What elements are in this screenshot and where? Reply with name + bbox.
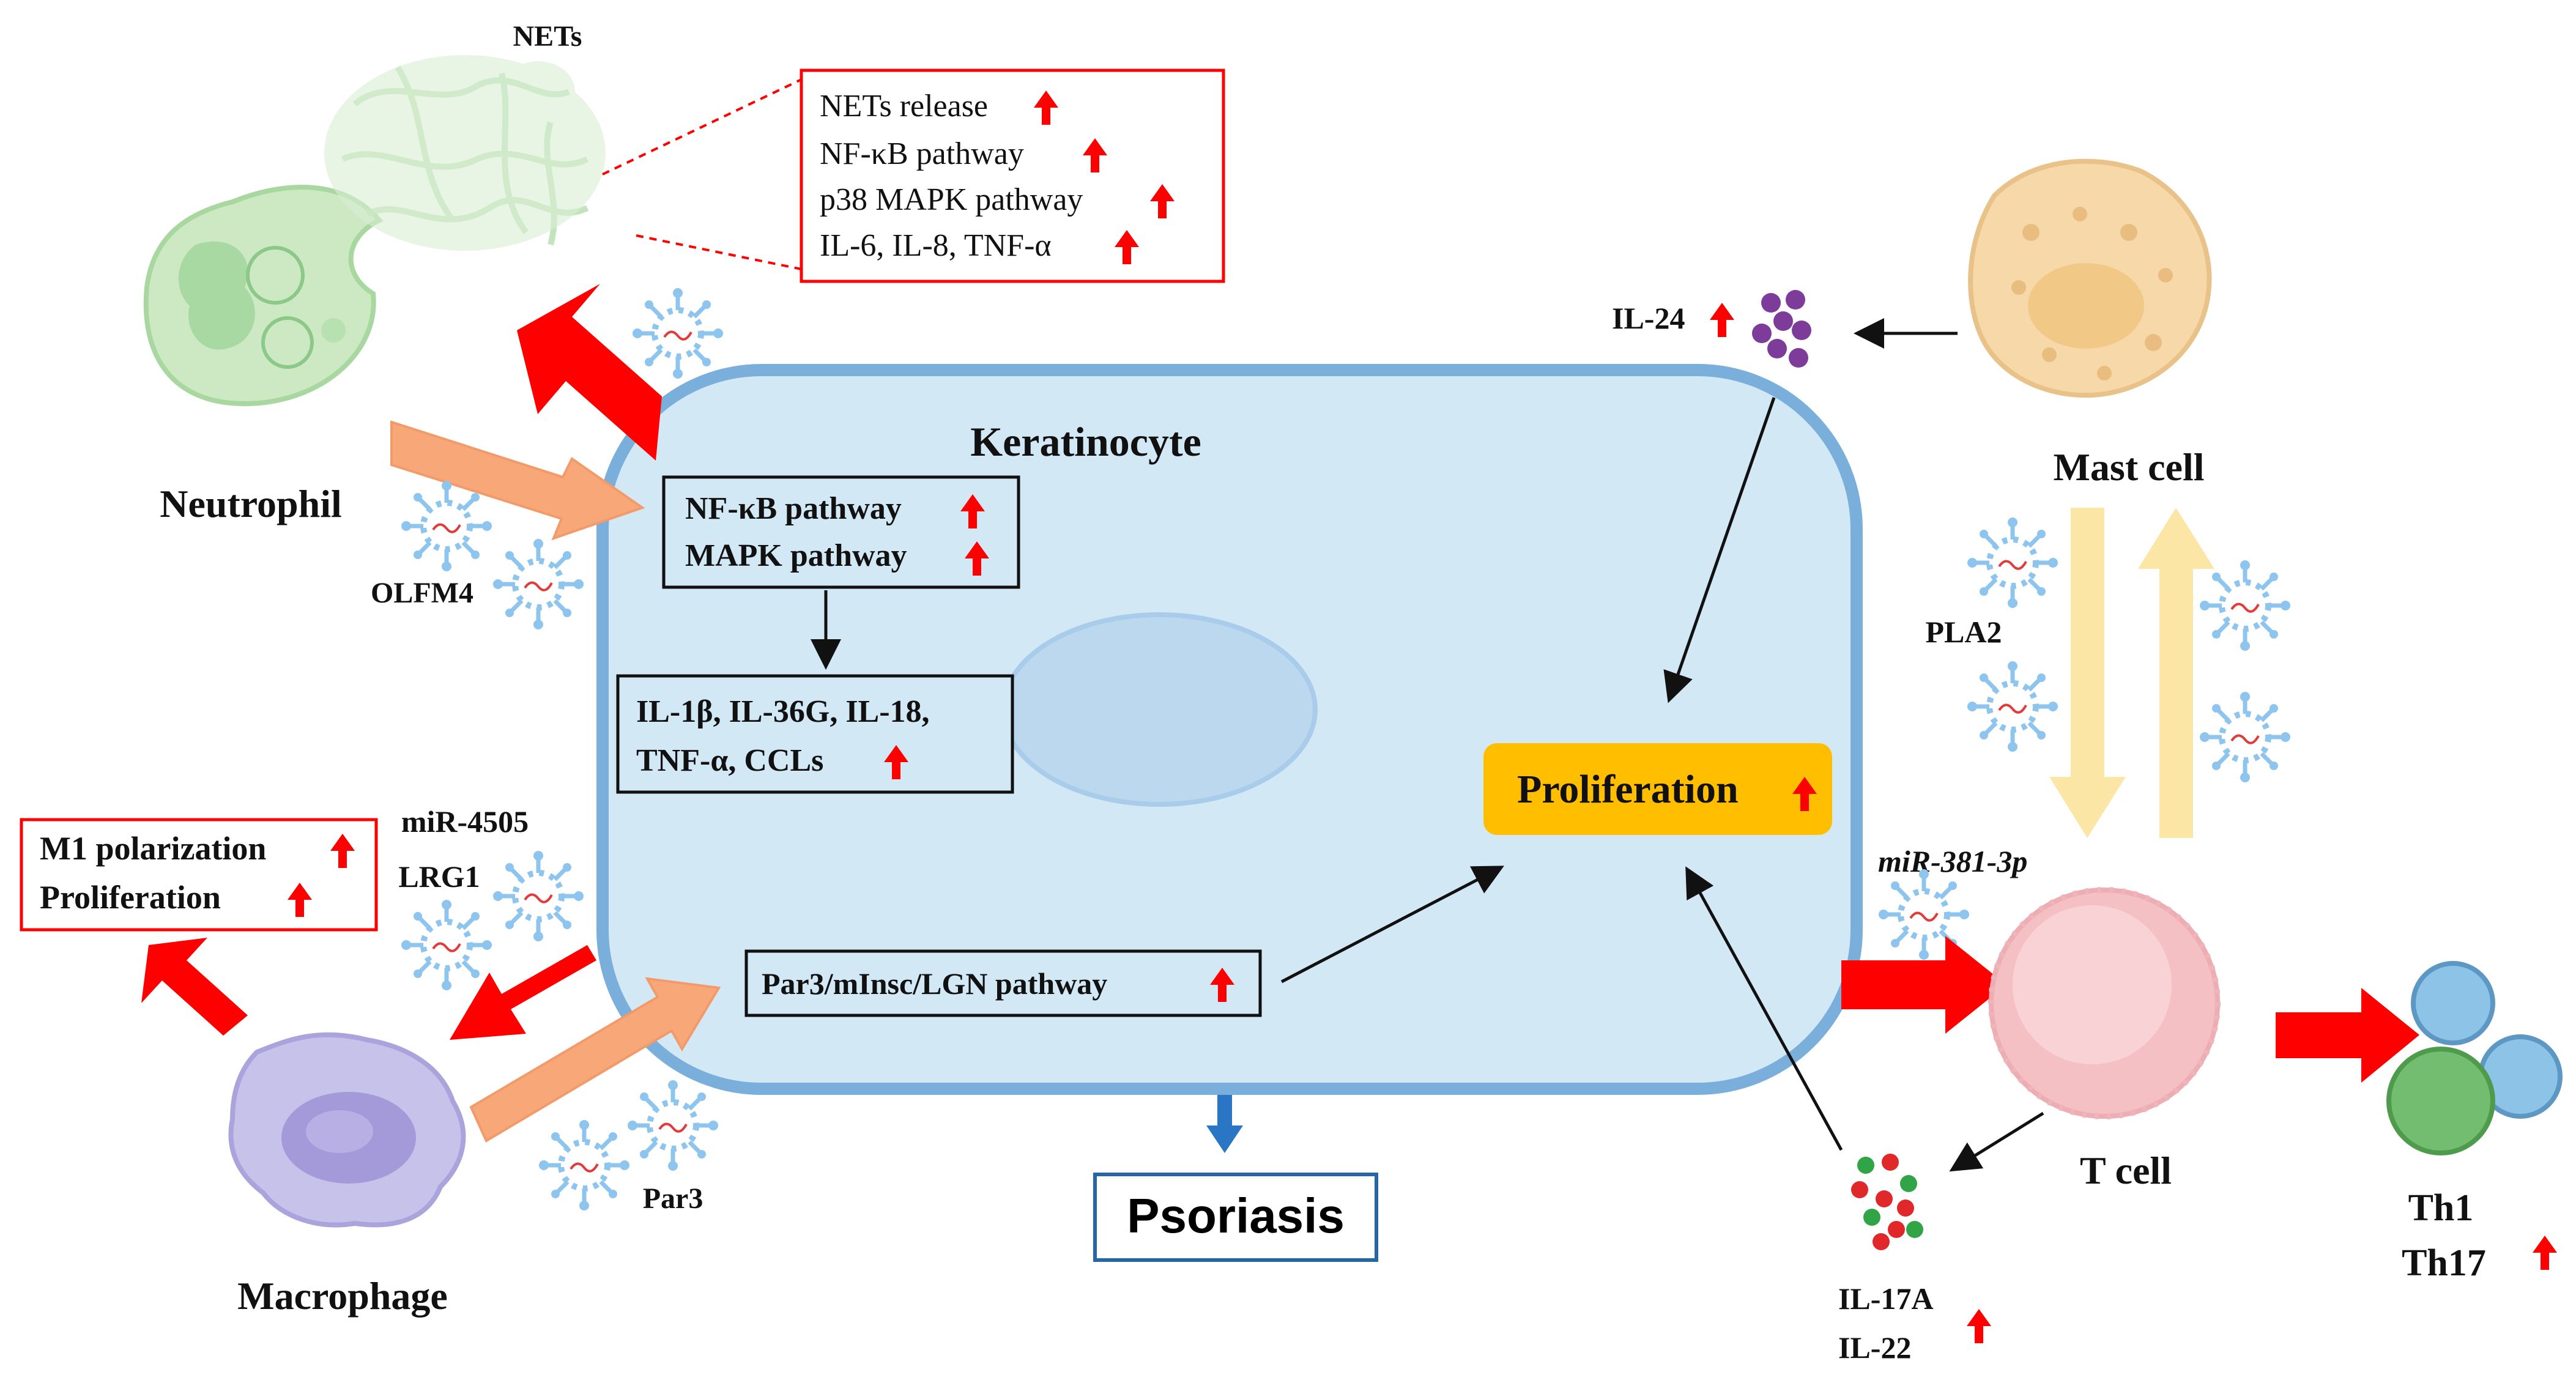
- red-arrow-to-neutrophil: [517, 284, 662, 461]
- th1-label: Th1: [2408, 1187, 2474, 1229]
- macrophage-box-line-1: M1 polarization: [40, 830, 266, 867]
- protein-icon-par3-2: [628, 1080, 718, 1171]
- il24-dots: [1752, 290, 1811, 368]
- pla2-label: PLA2: [1926, 615, 2002, 649]
- protein-icon-pla2-1: [1967, 517, 2058, 608]
- macrophage-cell: [228, 1032, 466, 1228]
- red-arrow-keratinocyte-to-tcell: [1841, 936, 2006, 1034]
- nets-blobs: [324, 55, 606, 251]
- mir381-label: miR-381-3p: [1878, 844, 2027, 878]
- nets-callout-line-top: [602, 78, 802, 176]
- par3-pathway-box: Par3/mInsc/LGN pathway: [744, 949, 1262, 1017]
- mir4505-label: miR-4505: [401, 804, 529, 839]
- nets-label: NETs: [513, 20, 582, 53]
- red-arrow-macrophage-out: [141, 938, 248, 1036]
- nets-callout-line-bottom: [636, 234, 802, 270]
- lrg1-label: LRG1: [398, 859, 480, 894]
- psoriasis-arrow: [1206, 1095, 1243, 1153]
- red-arrow-tcell-to-th: [2276, 988, 2419, 1083]
- macrophage-box-line-2: Proliferation: [40, 879, 221, 916]
- protein-icon-mast-1: [2200, 560, 2290, 651]
- protein-icon-lrg1-2: [401, 900, 492, 990]
- protein-icon-mast-2: [2200, 692, 2290, 782]
- keratinocyte-label: Keratinocyte: [970, 418, 1201, 465]
- macrophage-label: Macrophage: [237, 1274, 448, 1318]
- cytokine-line-1: IL-1β, IL-36G, IL-18,: [636, 694, 930, 729]
- mast-cell-label: Mast cell: [2054, 445, 2205, 489]
- orange-arrow-neutrophil-to-keratinocyte: [390, 420, 645, 541]
- proliferation-box: Proliferation: [1483, 743, 1832, 835]
- th-cells: [2386, 961, 2563, 1155]
- protein-icon-neutrophil: [633, 288, 723, 379]
- cytokine-box: IL-1β, IL-36G, IL-18, TNF-α, CCLs: [616, 674, 1014, 794]
- th17-label: Th17: [2402, 1242, 2486, 1284]
- pathway-box: NF-κB pathway MAPK pathway: [662, 475, 1020, 589]
- nets-box-line-4: IL-6, IL-8, TNF-α: [820, 228, 1052, 263]
- psoriasis-label: Psoriasis: [1127, 1188, 1345, 1243]
- mast-cell: [1968, 158, 2212, 398]
- t-cell-label: T cell: [2080, 1149, 2172, 1192]
- protein-icon-olfm4-2: [493, 539, 584, 629]
- nets-box-line-1: NETs release: [820, 89, 988, 124]
- par3-to-proliferation-arrow: [1280, 866, 1504, 984]
- neutrophil-cell: [143, 185, 384, 407]
- protein-icon-pla2-2: [1967, 661, 2058, 752]
- orange-arrow-macrophage-to-keratinocyte: [469, 977, 721, 1143]
- protein-icon-par3-1: [539, 1120, 629, 1211]
- nets-box: NETs release NF-κB pathway p38 MAPK path…: [800, 69, 1225, 283]
- tcell-to-il17-arrow: [1949, 1111, 2044, 1172]
- il17a-label: IL-17A: [1838, 1281, 1934, 1316]
- yellow-arrow-up: [2138, 508, 2214, 838]
- proliferation-label: Proliferation: [1517, 767, 1739, 812]
- nets-box-line-2: NF-κB pathway: [820, 136, 1024, 171]
- il17-to-proliferation-arrow: [1685, 866, 1843, 1151]
- nets-box-line-3: p38 MAPK pathway: [820, 182, 1083, 217]
- red-arrow-keratinocyte-to-macrophage: [450, 945, 596, 1040]
- neutrophil-label: Neutrophil: [160, 482, 342, 525]
- cytokine-line-2: TNF-α, CCLs: [636, 743, 823, 778]
- protein-icon-lrg1-1: [493, 851, 584, 941]
- il17-il22-dots: [1851, 1154, 1923, 1250]
- par3-label: Par3: [643, 1182, 703, 1215]
- psoriasis-box: Psoriasis: [1093, 1173, 1378, 1262]
- il24-to-proliferation-arrow: [1663, 397, 1776, 703]
- yellow-arrow-down: [2049, 508, 2126, 838]
- il24-label: IL-24: [1612, 301, 1685, 335]
- pathway-line-2: MAPK pathway: [685, 538, 907, 573]
- olfm4-label: OLFM4: [371, 577, 473, 609]
- par3-pathway-text: Par3/mInsc/LGN pathway: [762, 966, 1107, 1001]
- pathway-line-1: NF-κB pathway: [685, 491, 902, 526]
- t-cell: [1988, 887, 2221, 1119]
- protein-icon-olfm4-1: [401, 481, 492, 571]
- macrophage-box: M1 polarization Proliferation: [20, 818, 378, 932]
- nucleus: [1001, 612, 1318, 807]
- il22-label: IL-22: [1838, 1330, 1911, 1365]
